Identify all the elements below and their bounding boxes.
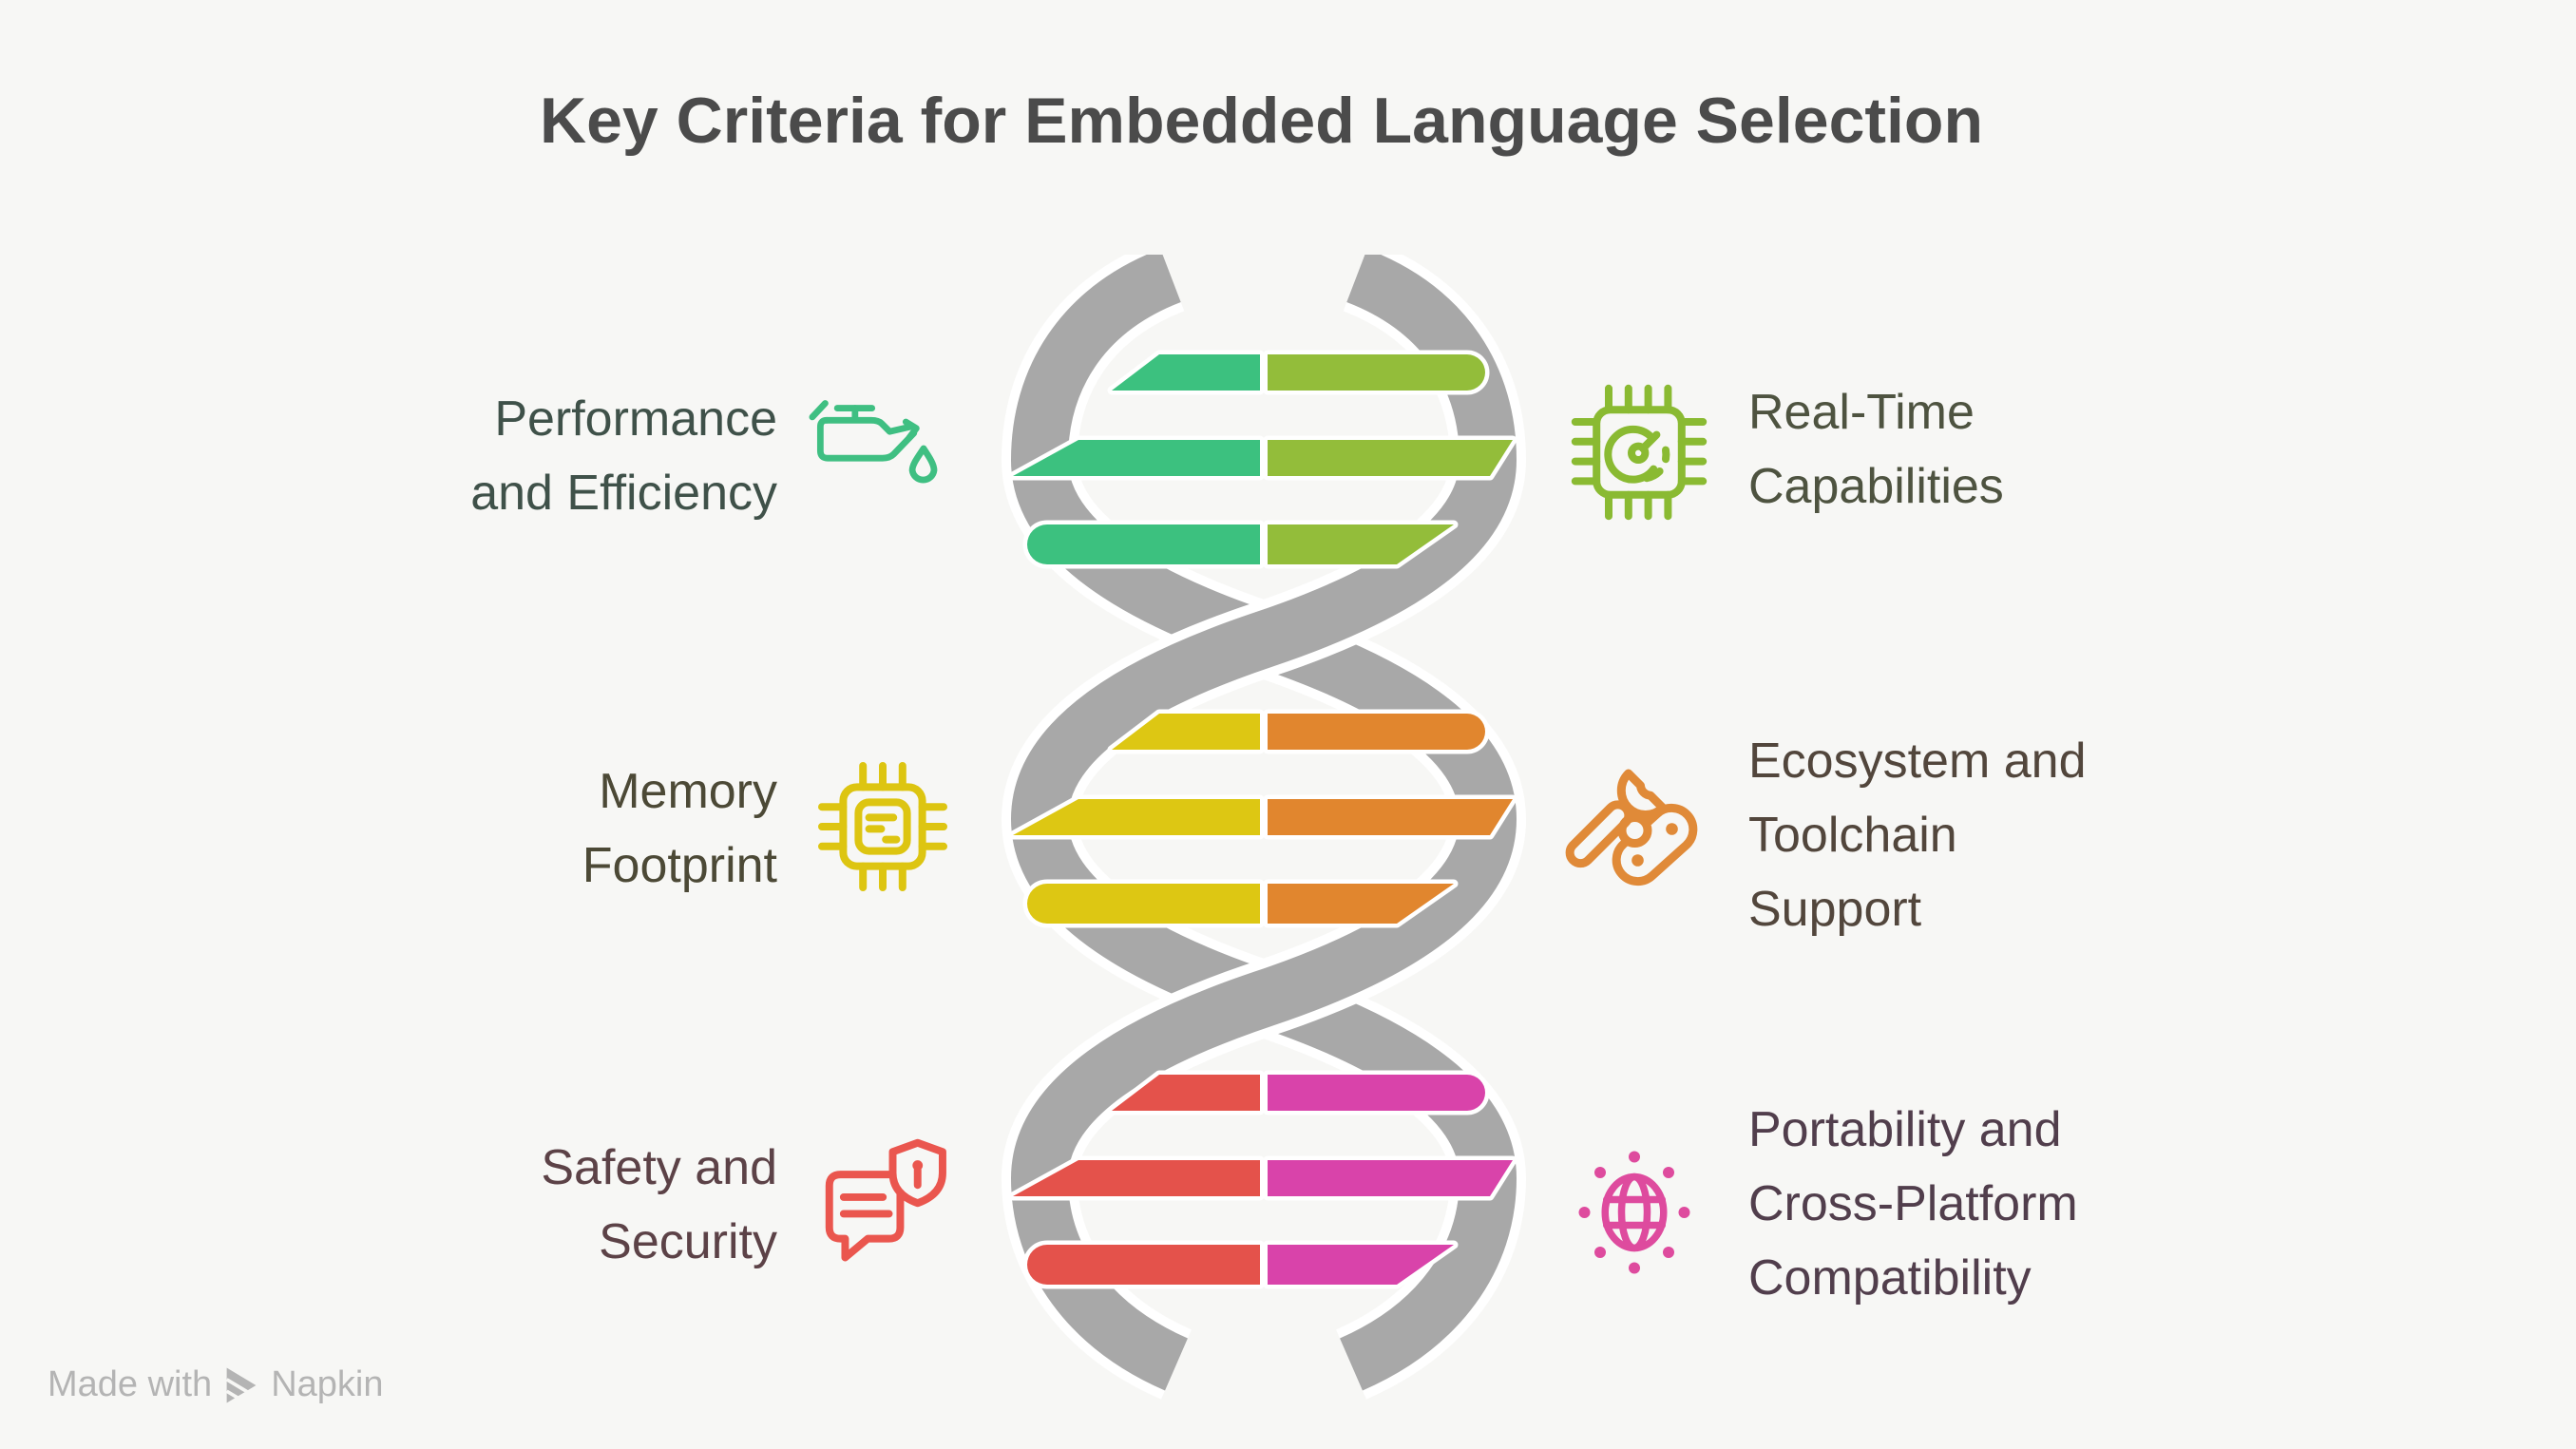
memory-chip-icon xyxy=(807,751,959,903)
globe-icon xyxy=(1563,1133,1706,1292)
label-line: Toolchain xyxy=(1748,808,1957,863)
chip-gauge-icon xyxy=(1563,376,1715,528)
chat-shield-icon xyxy=(804,1131,956,1300)
oil-can-icon xyxy=(800,395,962,502)
label-ecosystem: Ecosystem and Toolchain Support xyxy=(1748,724,2087,946)
dna-helix-graphic xyxy=(969,239,1558,1442)
label-line: and Efficiency xyxy=(470,466,777,521)
watermark-brand: Napkin xyxy=(271,1364,384,1404)
watermark-made-with: Made with xyxy=(48,1364,213,1404)
label-memory: Memory Footprint xyxy=(582,754,777,903)
helix-rungs-bottom xyxy=(1008,1070,1517,1289)
label-line: Safety and xyxy=(541,1140,777,1195)
page-title: Key Criteria for Embedded Language Selec… xyxy=(539,85,1983,157)
label-line: Ecosystem and xyxy=(1748,734,2087,789)
label-line: Support xyxy=(1748,882,1922,937)
label-performance: Performance and Efficiency xyxy=(470,382,777,530)
watermark: Made with Napkin xyxy=(48,1364,384,1405)
label-line: Cross-Platform xyxy=(1748,1176,2078,1231)
label-line: Capabilities xyxy=(1748,459,2004,514)
label-safety: Safety and Security xyxy=(541,1131,777,1279)
helix-weave-fill xyxy=(1011,817,1517,1180)
label-realtime: Real-Time Capabilities xyxy=(1748,375,2004,524)
label-line: Compatibility xyxy=(1748,1250,2032,1306)
tools-icon xyxy=(1559,751,1702,893)
label-line: Real-Time xyxy=(1748,385,1975,440)
label-line: Portability and xyxy=(1748,1102,2062,1157)
label-line: Security xyxy=(599,1214,777,1269)
dna-helix-icon xyxy=(1001,239,1527,1400)
label-portability: Portability and Cross-Platform Compatibi… xyxy=(1748,1093,2078,1315)
label-line: Footprint xyxy=(582,838,777,893)
napkin-logo-icon xyxy=(225,1367,257,1402)
label-line: Performance xyxy=(494,391,777,447)
helix-rungs-top xyxy=(1008,350,1517,569)
label-line: Memory xyxy=(599,764,777,819)
helix-rungs-middle xyxy=(1008,709,1517,928)
